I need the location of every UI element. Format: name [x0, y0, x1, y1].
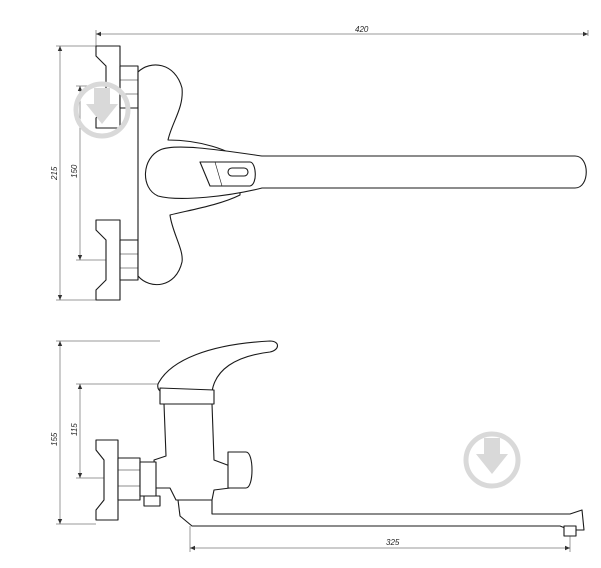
- lower-nut: [119, 239, 139, 281]
- download-arrow-circle-icon: [463, 431, 521, 489]
- side-handle-base: [159, 387, 215, 405]
- dimension-155: 155: [50, 432, 59, 446]
- spout-aerator: [563, 525, 577, 537]
- dimension-325: 325: [386, 538, 400, 547]
- side-mixer-body: [153, 403, 231, 501]
- side-nut: [117, 457, 141, 501]
- dimension-420: 420: [355, 25, 369, 34]
- top-view: 420 215 150: [50, 25, 589, 301]
- handle-lever: [144, 146, 587, 199]
- side-front-knob: [227, 451, 253, 489]
- dimension-115: 115: [70, 423, 79, 436]
- side-handle-lever: [157, 340, 279, 397]
- side-view: 155 115 325: [50, 340, 585, 552]
- side-connector-tip: [143, 495, 161, 507]
- side-wall-flange: [95, 439, 119, 521]
- dimension-215: 215: [50, 166, 59, 181]
- handle-slot: [227, 167, 249, 177]
- spout: [177, 499, 585, 531]
- download-arrow-circle-icon: [73, 81, 131, 139]
- side-connector: [139, 461, 157, 497]
- dimension-150: 150: [70, 164, 79, 178]
